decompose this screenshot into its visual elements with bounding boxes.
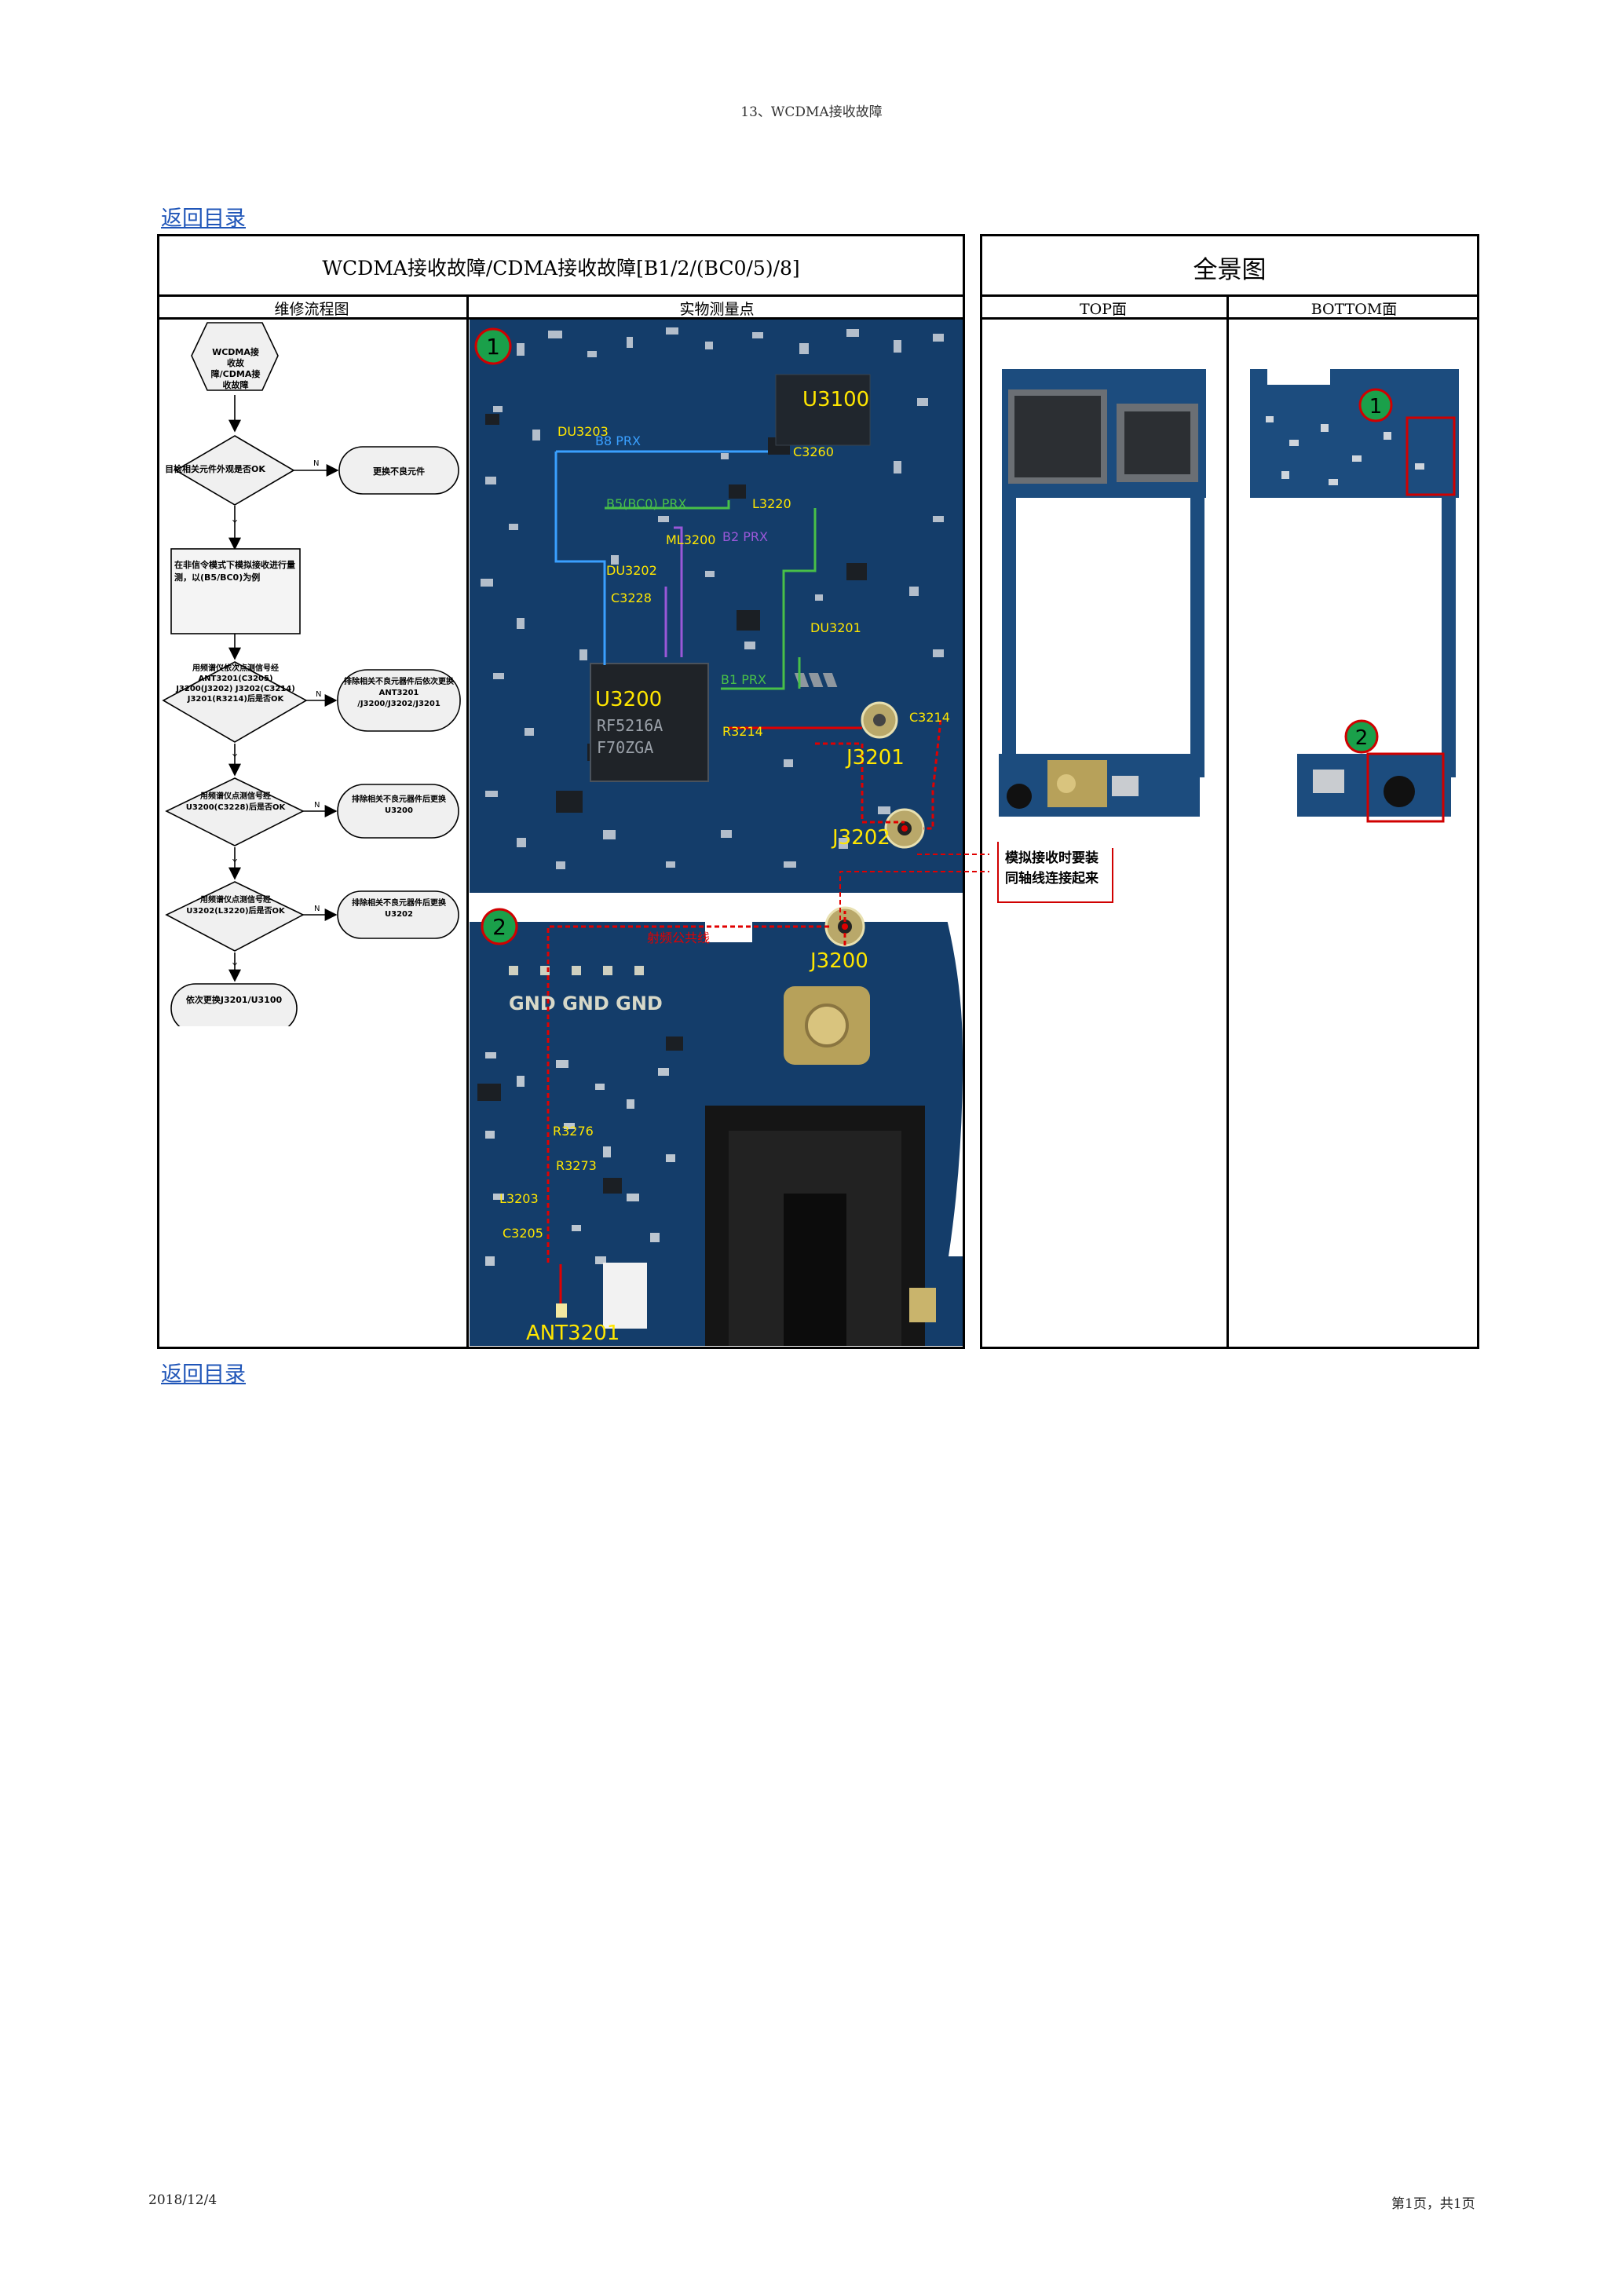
flow-yes-label-1: Y xyxy=(232,519,238,528)
bottom-board-marker-2: 2 xyxy=(1355,726,1369,750)
flow-no-label-1: N xyxy=(313,459,319,468)
flow-end-text: 依次更换J3201/U3100 xyxy=(185,995,283,1005)
flow-yes-label-4: Y xyxy=(232,962,238,971)
measurement-photo-2: GND GND GND 2 射频公共线 R3276 R3273 L3203 xyxy=(470,895,963,1346)
flow-r1-text: 更换不良元件 xyxy=(373,466,425,477)
label-j3201: J3201 xyxy=(845,746,905,770)
photo2-marker-number: 2 xyxy=(492,914,506,940)
overview-title: 全景图 xyxy=(1193,256,1267,284)
back-to-toc-link-bottom[interactable]: 返回目录 xyxy=(161,1362,246,1387)
label-rf-common-line: 射频公共线 xyxy=(647,930,710,945)
label-u3200: U3200 xyxy=(595,688,662,711)
label-ant3201: ANT3201 xyxy=(526,1322,620,1345)
flow-r2-text: 排除相关不良元器件后依次更换ANT3201 /J3200/J3202/J3201 xyxy=(344,678,454,708)
label-b2-prx: B2 PRX xyxy=(722,529,768,544)
col-header-measure: 实物测量点 xyxy=(679,301,755,318)
flow-start-text: WCDMA接收故障/CDMA接收故障 xyxy=(210,347,261,390)
label-du3203: DU3203 xyxy=(557,424,609,439)
page-header: 13、WCDMA接收故障 xyxy=(740,104,883,120)
label-b1-prx: B1 PRX xyxy=(721,672,766,687)
label-ml3200: ML3200 xyxy=(666,532,715,547)
flow-no-label-3: N xyxy=(314,801,320,810)
flow-r3-text: 排除相关不良元器件后更换U3200 xyxy=(352,795,446,815)
col-header-top: TOP面 xyxy=(1079,301,1128,318)
footer-page-number: 第1页，共1页 xyxy=(1391,2196,1475,2212)
col-header-bottom: BOTTOM面 xyxy=(1310,301,1398,318)
label-du3201: DU3201 xyxy=(810,620,861,635)
flow-yes-label-3: Y xyxy=(232,858,238,867)
label-r3214: R3214 xyxy=(722,724,763,739)
bottom-board-image: 1 2 xyxy=(1250,369,1459,823)
flow-d4-text: 用频谱仪点测信号经U3202(L3220)后是否OK xyxy=(186,896,285,916)
flow-no-label-2: N xyxy=(316,690,321,699)
label-b5bc0-prx: B5(BC0) PRX xyxy=(606,496,687,511)
flow-decision-3 xyxy=(165,777,305,846)
overview-table xyxy=(980,234,1479,1349)
flow-decision-2 xyxy=(162,661,308,743)
flow-step2-text: 在非信令模式下模拟接收进行量测，以(B5/BC0)为例 xyxy=(174,560,295,583)
chip-marking-line2: F70ZGA xyxy=(597,738,653,757)
footer-date: 2018/12/4 xyxy=(148,2192,217,2208)
back-to-toc-link-top[interactable]: 返回目录 xyxy=(161,207,246,231)
label-c3205: C3205 xyxy=(503,1226,543,1241)
repair-flowchart: N N N N Y Y Y Y xyxy=(162,322,461,1026)
flow-no-label-4: N xyxy=(314,905,320,913)
label-l3220: L3220 xyxy=(752,496,791,511)
label-j3202: J3202 xyxy=(831,826,890,850)
flow-d1-text: 目检相关元件外观是否OK xyxy=(165,464,265,474)
bottom-board-marker-1: 1 xyxy=(1369,395,1383,419)
label-l3203: L3203 xyxy=(499,1191,539,1206)
label-r3276: R3276 xyxy=(553,1124,594,1139)
chip-marking-line1: RF5216A xyxy=(597,716,663,735)
col-header-flowchart: 维修流程图 xyxy=(274,301,349,318)
top-board-image xyxy=(999,369,1206,848)
label-b8-prx: B8 PRX xyxy=(595,433,641,448)
label-r3273: R3273 xyxy=(556,1158,597,1173)
label-du3202: DU3202 xyxy=(606,563,657,578)
label-j3200: J3200 xyxy=(809,949,868,973)
flow-yes-label-2: Y xyxy=(232,753,238,762)
flow-decision-1 xyxy=(174,435,295,506)
label-u3100: U3100 xyxy=(802,388,869,411)
label-gnd-silkscreen: GND GND GND xyxy=(509,993,663,1015)
flow-r4-text: 排除相关不良元器件后更换U3202 xyxy=(352,899,446,919)
callout-note: 模拟接收时要装同轴线连接起来 xyxy=(997,842,1113,903)
flow-d3-text: 用频谱仪点测信号经U3200(C3228)后是否OK xyxy=(185,792,286,812)
table-main-title: WCDMA接收故障/CDMA接收故障[B1/2/(BC0/5)/8] xyxy=(322,257,800,280)
flow-decision-4 xyxy=(165,881,305,952)
repair-table xyxy=(157,234,965,1349)
label-c3228: C3228 xyxy=(611,590,652,605)
label-c3214: C3214 xyxy=(909,710,950,725)
measurement-photo-1: 1 DU3203 C3260 L3220 DU3202 ML3200 C3228… xyxy=(470,320,963,893)
callout-connector-lines xyxy=(839,854,989,920)
flow-d2-text: 用频谱仪依次点测信号经ANT3201(C3205) J3200(J3202) J… xyxy=(176,664,295,704)
flow-start-hexagon xyxy=(191,322,279,391)
photo1-marker-number: 1 xyxy=(486,334,500,360)
label-c3260: C3260 xyxy=(793,444,834,459)
